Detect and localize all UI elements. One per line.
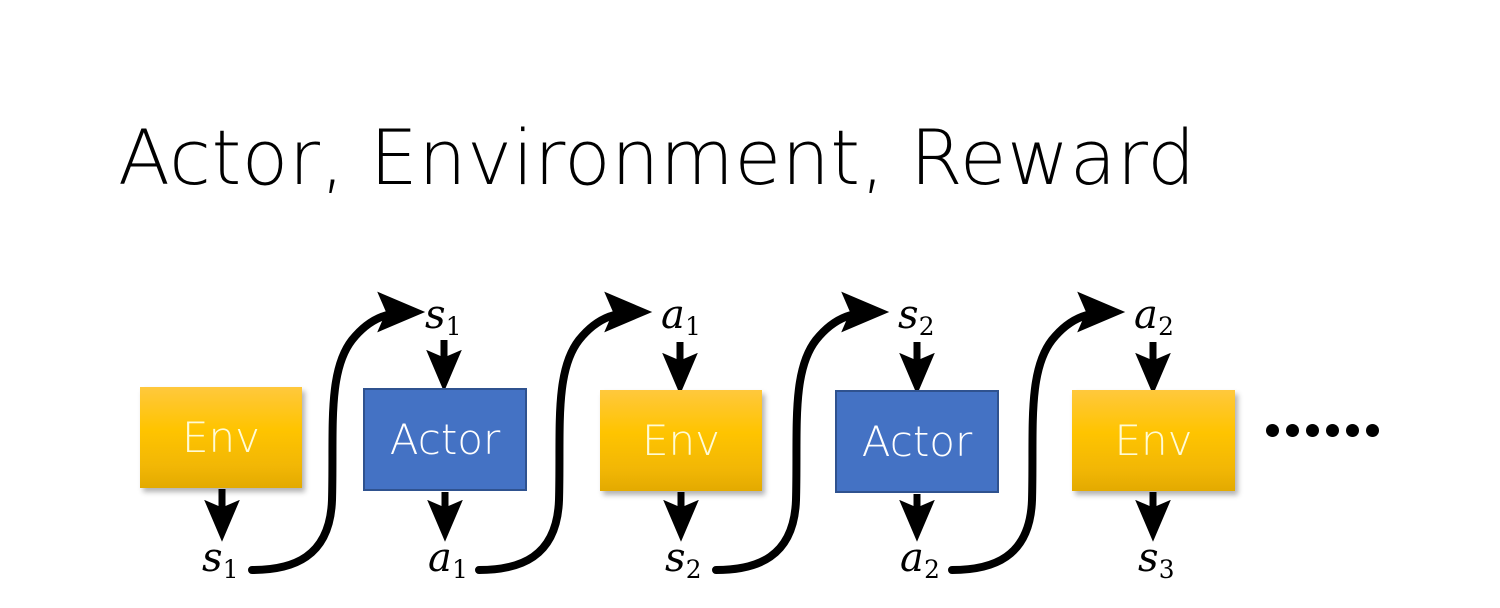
ellipsis-dot [1286,424,1299,437]
symbol: s [665,535,686,581]
page-title: Actor, Environment, Reward [118,113,1196,202]
subscript: 2 [1158,312,1174,342]
label-top-s2: s2 [898,292,935,339]
node-label: Env [641,415,720,465]
arrow-group-down-out-of-box [204,489,1171,542]
node-env-2[interactable]: Env [600,390,762,491]
subscript: 1 [452,555,468,585]
curve-a2-feedback [948,291,1126,574]
symbol: a [1134,292,1158,338]
label-bottom-a1: a1 [428,535,468,582]
label-bottom-s2: s2 [665,535,702,582]
subscript: 1 [222,555,239,585]
label-bottom-s3: s3 [1138,535,1175,582]
ellipsis-dot [1366,424,1379,437]
arrow-group-down-into-box [426,340,1171,395]
continuation-ellipsis [1266,424,1379,437]
symbol: s [425,292,446,338]
label-bottom-a2: a2 [900,535,940,582]
subscript: 2 [924,555,940,585]
node-env-1[interactable]: Env [140,387,302,488]
symbol: s [202,535,223,581]
node-actor-2[interactable]: Actor [835,390,999,493]
arrow-group-curved-feedback [248,291,1126,574]
symbol: s [1138,535,1159,581]
ellipsis-dot [1326,424,1339,437]
node-actor-1[interactable]: Actor [363,388,527,491]
curve-a1-feedback [475,291,653,574]
label-top-a2: a2 [1134,292,1174,339]
node-label: Env [1114,415,1193,465]
ellipsis-dot [1266,424,1279,437]
node-label: Actor [861,416,973,466]
node-env-3[interactable]: Env [1072,390,1235,491]
node-label: Actor [389,414,501,464]
ellipsis-dot [1306,424,1319,437]
symbol: a [661,292,685,338]
subscript: 3 [1158,555,1175,585]
node-label: Env [181,412,260,462]
curve-s1-feedback [248,291,426,574]
curve-s2-feedback [712,291,890,574]
subscript: 2 [685,555,702,585]
subscript: 1 [445,312,462,342]
label-top-a1: a1 [661,292,701,339]
symbol: s [898,292,919,338]
symbol: a [428,535,452,581]
symbol: a [900,535,924,581]
subscript: 2 [918,312,935,342]
label-bottom-s1: s1 [202,535,239,582]
ellipsis-dot [1346,424,1359,437]
label-top-s1: s1 [425,292,462,339]
subscript: 1 [685,312,701,342]
